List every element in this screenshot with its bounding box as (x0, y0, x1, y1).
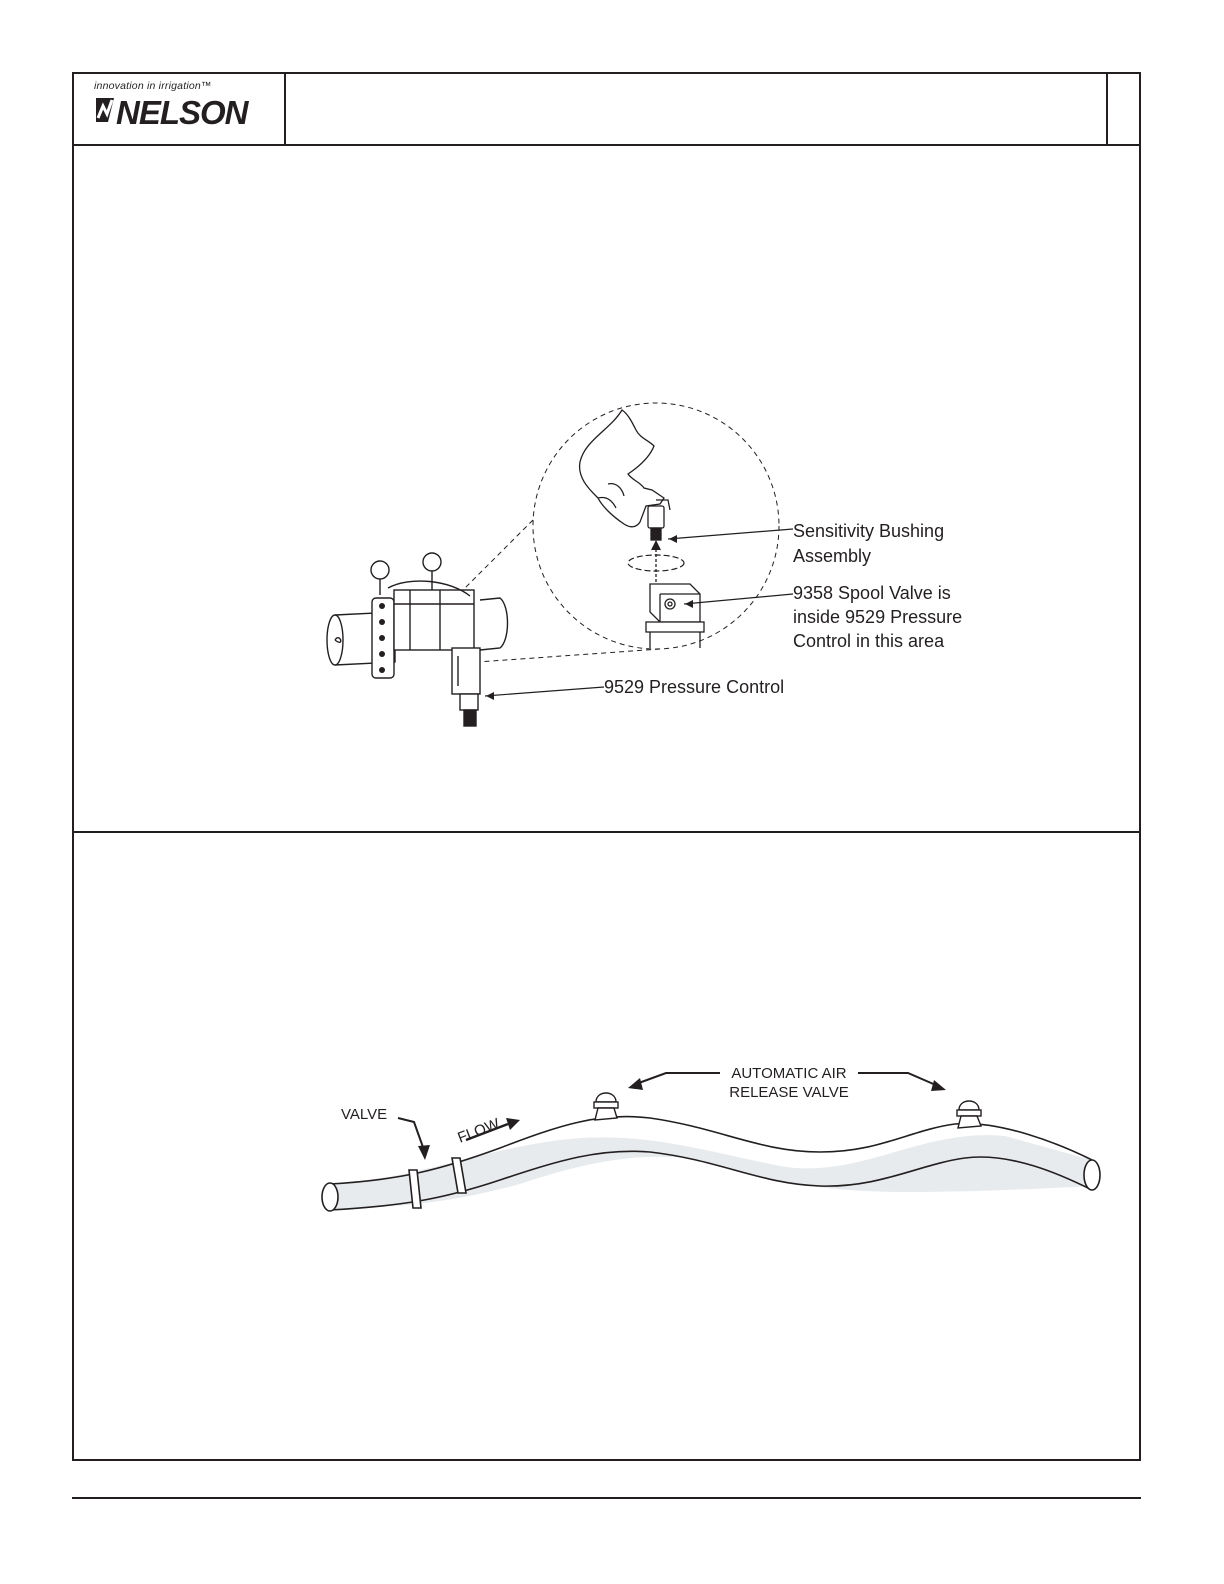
nelson-logo-mark: NELSON (94, 92, 269, 130)
section-divider (74, 831, 1139, 833)
logo: innovation in irrigation™ NELSON (74, 74, 286, 144)
label-air-line2: RELEASE VALVE (729, 1084, 849, 1101)
label-bushing-line1: Sensitivity Bushing (793, 521, 944, 541)
pipe-end-left (322, 1183, 338, 1211)
page-frame: innovation in irrigation™ NELSON (72, 72, 1141, 1461)
valve-arrow (398, 1118, 424, 1150)
figure-pipeline: VALVE FLOW AUTOMATIC AIR RELEASE VALVE (310, 1055, 1110, 1220)
label-air-line1: AUTOMATIC AIR (731, 1065, 846, 1082)
water-fill (330, 1135, 1092, 1210)
figure-pressure-control: Sensitivity Bushing Assembly 9358 Spool … (320, 395, 1000, 765)
pipe-end-right (1084, 1160, 1100, 1190)
label-spool-line3: Control in this area (793, 631, 945, 651)
air-release-valve-2 (957, 1101, 981, 1128)
sensitivity-bushing (648, 500, 670, 540)
rotation-arrow (628, 555, 684, 571)
air-arrow-right (858, 1073, 938, 1086)
label-spool-line1: 9358 Spool Valve is (793, 583, 951, 603)
spool-valve-body (646, 584, 704, 648)
air-release-valve-1 (594, 1093, 618, 1120)
label-flow: FLOW (455, 1115, 502, 1147)
label-bushing-line2: Assembly (793, 546, 871, 566)
brand-name: NELSON (116, 94, 250, 130)
logo-tagline: innovation in irrigation™ (94, 80, 212, 92)
label-valve: VALVE (341, 1106, 387, 1123)
label-pressure-control: 9529 Pressure Control (604, 677, 784, 697)
header-right-cell (1106, 74, 1139, 144)
valve-assembly (327, 553, 508, 726)
header: innovation in irrigation™ NELSON (74, 74, 1139, 146)
footer-rule (72, 1497, 1141, 1499)
air-arrow-left (636, 1073, 720, 1084)
label-spool-line2: inside 9529 Pressure (793, 607, 962, 627)
